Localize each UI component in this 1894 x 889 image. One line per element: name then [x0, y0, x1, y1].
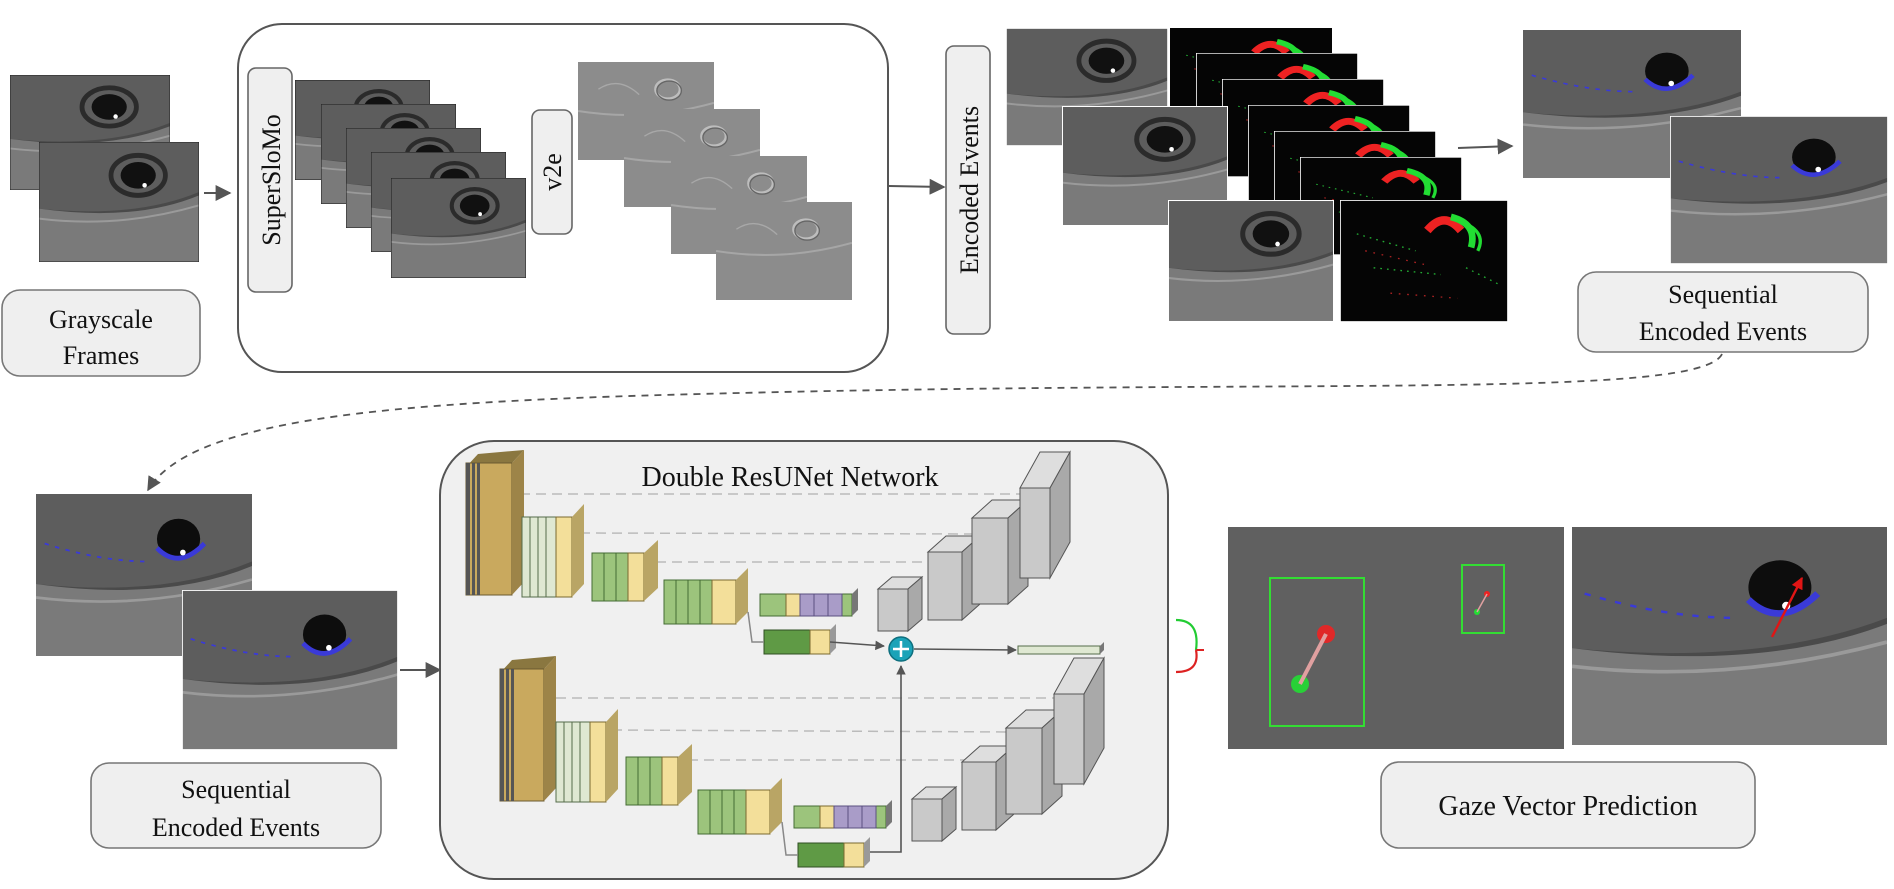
superslomo-label-box: SuperSloMo [247, 67, 293, 293]
grayscale-frames-label-line1: Grayscale [49, 305, 153, 334]
v2e-label: v2e [538, 153, 567, 191]
encoded-events-collage [1006, 28, 1508, 322]
sequential-top-line1: Sequential [1668, 280, 1778, 309]
resunet-lower [499, 656, 1105, 868]
superslomo-label: SuperSloMo [257, 114, 286, 245]
sequential-events-top-images [1523, 30, 1888, 264]
sequential-bottom-line2: Encoded Events [152, 813, 320, 842]
gaze-vector-prediction-label-box: Gaze Vector Prediction [1380, 761, 1756, 849]
v2e-label-box: v2e [531, 109, 573, 235]
plus-merge-icon [888, 636, 914, 662]
grayscale-frames-label-box: Grayscale Frames [1, 289, 201, 377]
output-vector-bar [1017, 642, 1104, 655]
gaze-vector-prediction-label: Gaze Vector Prediction [1438, 791, 1697, 822]
eye-gaze-overlay-image [1572, 527, 1887, 745]
network-title: Double ResUNet Network [641, 462, 938, 493]
encoded-events-label: Encoded Events [955, 106, 984, 274]
sequential-events-bottom-label-box: Sequential Encoded Events [90, 762, 382, 849]
sequential-bottom-line1: Sequential [181, 775, 291, 804]
sequential-events-bottom-images [36, 494, 398, 750]
sequential-top-line2: Encoded Events [1639, 317, 1807, 346]
output-brace [1175, 618, 1204, 674]
dashed-connector-arrow [147, 353, 1723, 492]
grayscale-frames-images [10, 75, 199, 262]
encoded-events-label-box: Encoded Events [945, 45, 991, 335]
sequential-events-top-label-box: Sequential Encoded Events [1577, 271, 1869, 353]
resunet-upper [465, 450, 1071, 655]
arrow-merge-to-output [913, 645, 1017, 655]
grayscale-frames-label-line2: Frames [63, 341, 140, 370]
arrow-v2e-to-encoded [887, 178, 946, 195]
arrow-encoded-to-sequential [1457, 138, 1514, 155]
prediction-heatmap-panel [1228, 527, 1564, 749]
